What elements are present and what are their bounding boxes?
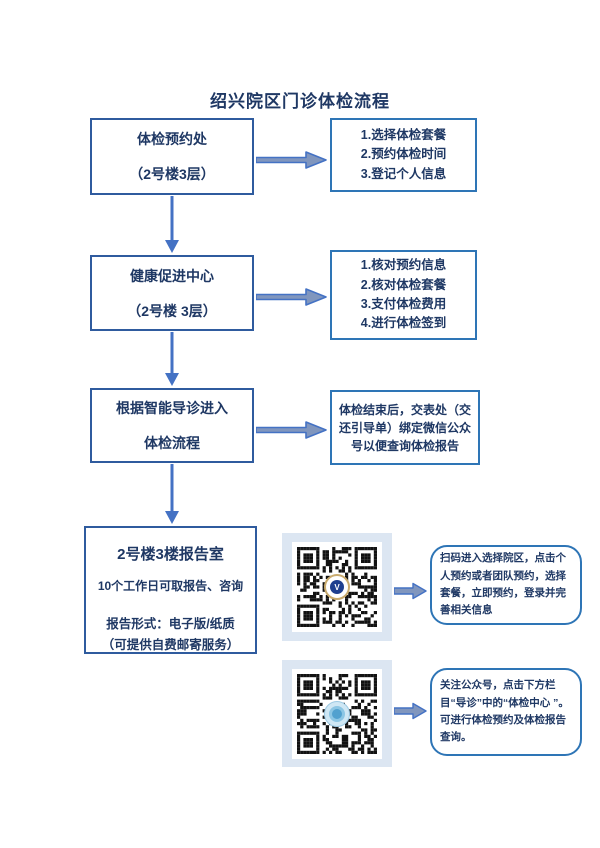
detail-line: 3.支付体检费用 [360,297,447,311]
detail-text: 体检结束后，交表处（交还引导单）绑定微信公众号以便查询体检报告 [338,402,471,453]
qr-card-booking: V [282,533,392,641]
report-room-title: 2号楼3楼报告室 [117,546,224,563]
crest-shield-glyph: V [330,580,344,594]
step-box-appointment: 体检预约处 （2号楼3层） [90,118,254,195]
detail-line: 2.预约体检时间 [360,147,447,162]
qr-caption-text: 扫码进入选择院区，点击个人预约或者团队预约，选择套餐，立即预约，登录并完善相关信… [440,552,566,617]
right-arrow-icon [255,419,328,446]
right-arrow-icon [393,701,428,726]
detail-box-checkin-items: 1.核对预约信息 2.核对体检套餐 3.支付体检费用 4.进行体检签到 [330,250,477,340]
report-room-pickup: 10个工作日可取报告、咨询 [97,579,244,593]
qr-code-booking: V [292,542,382,632]
report-room-box: 2号楼3楼报告室 10个工作日可取报告、咨询 报告形式：电子版/纸质 （可提供自… [84,526,257,654]
step-line-2: （2号楼3层） [129,166,215,182]
qr-caption-bubble-booking: 扫码进入选择院区，点击个人预约或者团队预约，选择套餐，立即预约，登录并完善相关信… [430,545,582,625]
detail-line: 1.选择体检套餐 [360,127,447,142]
qr-pattern [297,547,377,627]
detail-line: 1.核对预约信息 [360,258,447,273]
step-line-2: 体检流程 [144,435,200,451]
step-box-health-center: 健康促进中心 （2号楼 3层） [90,255,254,331]
hospital-crest-logo: V [324,574,350,600]
page-title: 绍兴院区门诊体检流程 [210,92,390,112]
down-arrow-icon [163,196,181,259]
step-box-smart-guide: 根据智能导诊进入 体检流程 [90,388,254,463]
right-arrow-icon [393,581,428,606]
official-account-logo-core [329,705,345,722]
right-arrow-icon [255,149,328,176]
step-line-1: 健康促进中心 [130,267,214,284]
qr-caption-text: 关注公众号，点击下方栏目“导诊”中的“体检中心 ”。可进行体检预约及体检报告查询… [440,679,569,744]
qr-caption-bubble-official-account: 关注公众号，点击下方栏目“导诊”中的“体检中心 ”。可进行体检预约及体检报告查询… [430,668,582,756]
report-room-format: 报告形式：电子版/纸质 [106,617,235,631]
detail-line: 2.核对体检套餐 [360,277,447,292]
detail-line: 3.登记个人信息 [360,166,447,181]
detail-line: 4.进行体检签到 [360,316,447,331]
right-arrow-icon [255,286,328,313]
down-arrow-icon [163,464,181,530]
step-line-2: （2号楼 3层） [127,302,217,319]
step-line-1: 体检预约处 [137,131,207,147]
qr-card-official-account [282,660,392,767]
down-arrow-icon [163,332,181,392]
step-line-1: 根据智能导诊进入 [116,400,228,416]
report-room-mail: （可提供自费邮寄服务） [101,638,240,652]
official-account-logo [324,700,350,727]
detail-box-appointment-items: 1.选择体检套餐 2.预约体检时间 3.登记个人信息 [330,118,477,192]
qr-code-official-account [292,668,382,759]
detail-box-after-exam: 体检结束后，交表处（交还引导单）绑定微信公众号以便查询体检报告 [330,390,480,465]
